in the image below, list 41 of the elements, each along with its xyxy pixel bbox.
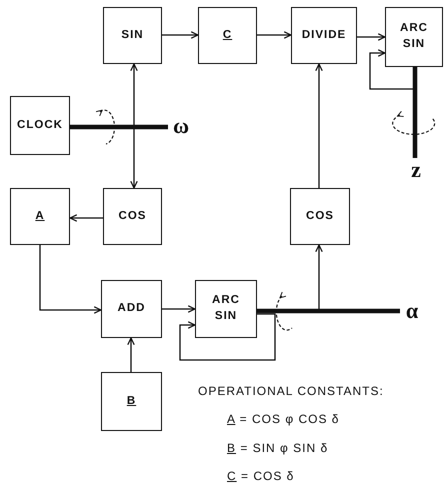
box-label: B xyxy=(126,394,136,409)
process-box xyxy=(101,372,162,431)
constant-definition: A = COS φ COS δ xyxy=(227,412,340,426)
arrow xyxy=(257,31,292,39)
process-box xyxy=(103,188,162,245)
process-box xyxy=(103,7,162,64)
variable-label: ω xyxy=(172,115,190,137)
process-box xyxy=(198,7,257,64)
variable-label: z xyxy=(411,159,421,181)
box-label: C xyxy=(222,28,232,43)
arrow xyxy=(69,214,103,222)
box-label: COS xyxy=(306,208,334,224)
shaft xyxy=(257,308,400,314)
process-box xyxy=(10,96,70,155)
arrow xyxy=(369,49,416,90)
box-label: ARC SIN xyxy=(211,293,241,324)
shaft xyxy=(70,124,168,130)
process-box xyxy=(101,280,162,338)
box-label: CLOCK xyxy=(17,118,63,133)
process-box xyxy=(291,7,357,64)
note-heading: OPERATIONAL CONSTANTS: xyxy=(198,384,384,398)
box-label: ARC SIN xyxy=(399,21,429,52)
constant-definition: B = SIN φ SIN δ xyxy=(227,441,328,455)
box-label: DIVIDE xyxy=(302,28,346,43)
arrow xyxy=(162,31,199,39)
box-label: ADD xyxy=(118,301,146,316)
arrow xyxy=(127,337,135,372)
arrow xyxy=(162,305,196,313)
process-box xyxy=(290,188,350,245)
arrow xyxy=(315,63,323,188)
arrow xyxy=(179,313,276,361)
process-box xyxy=(385,7,443,67)
process-box xyxy=(10,188,70,245)
process-box xyxy=(195,280,257,338)
box-label: A xyxy=(35,208,45,224)
arrow xyxy=(39,245,102,314)
arrow xyxy=(357,33,386,41)
box-label: COS xyxy=(118,208,146,224)
box-label: SIN xyxy=(121,28,144,43)
variable-label: α xyxy=(406,300,418,322)
constant-definition: C = COS δ xyxy=(227,469,294,483)
